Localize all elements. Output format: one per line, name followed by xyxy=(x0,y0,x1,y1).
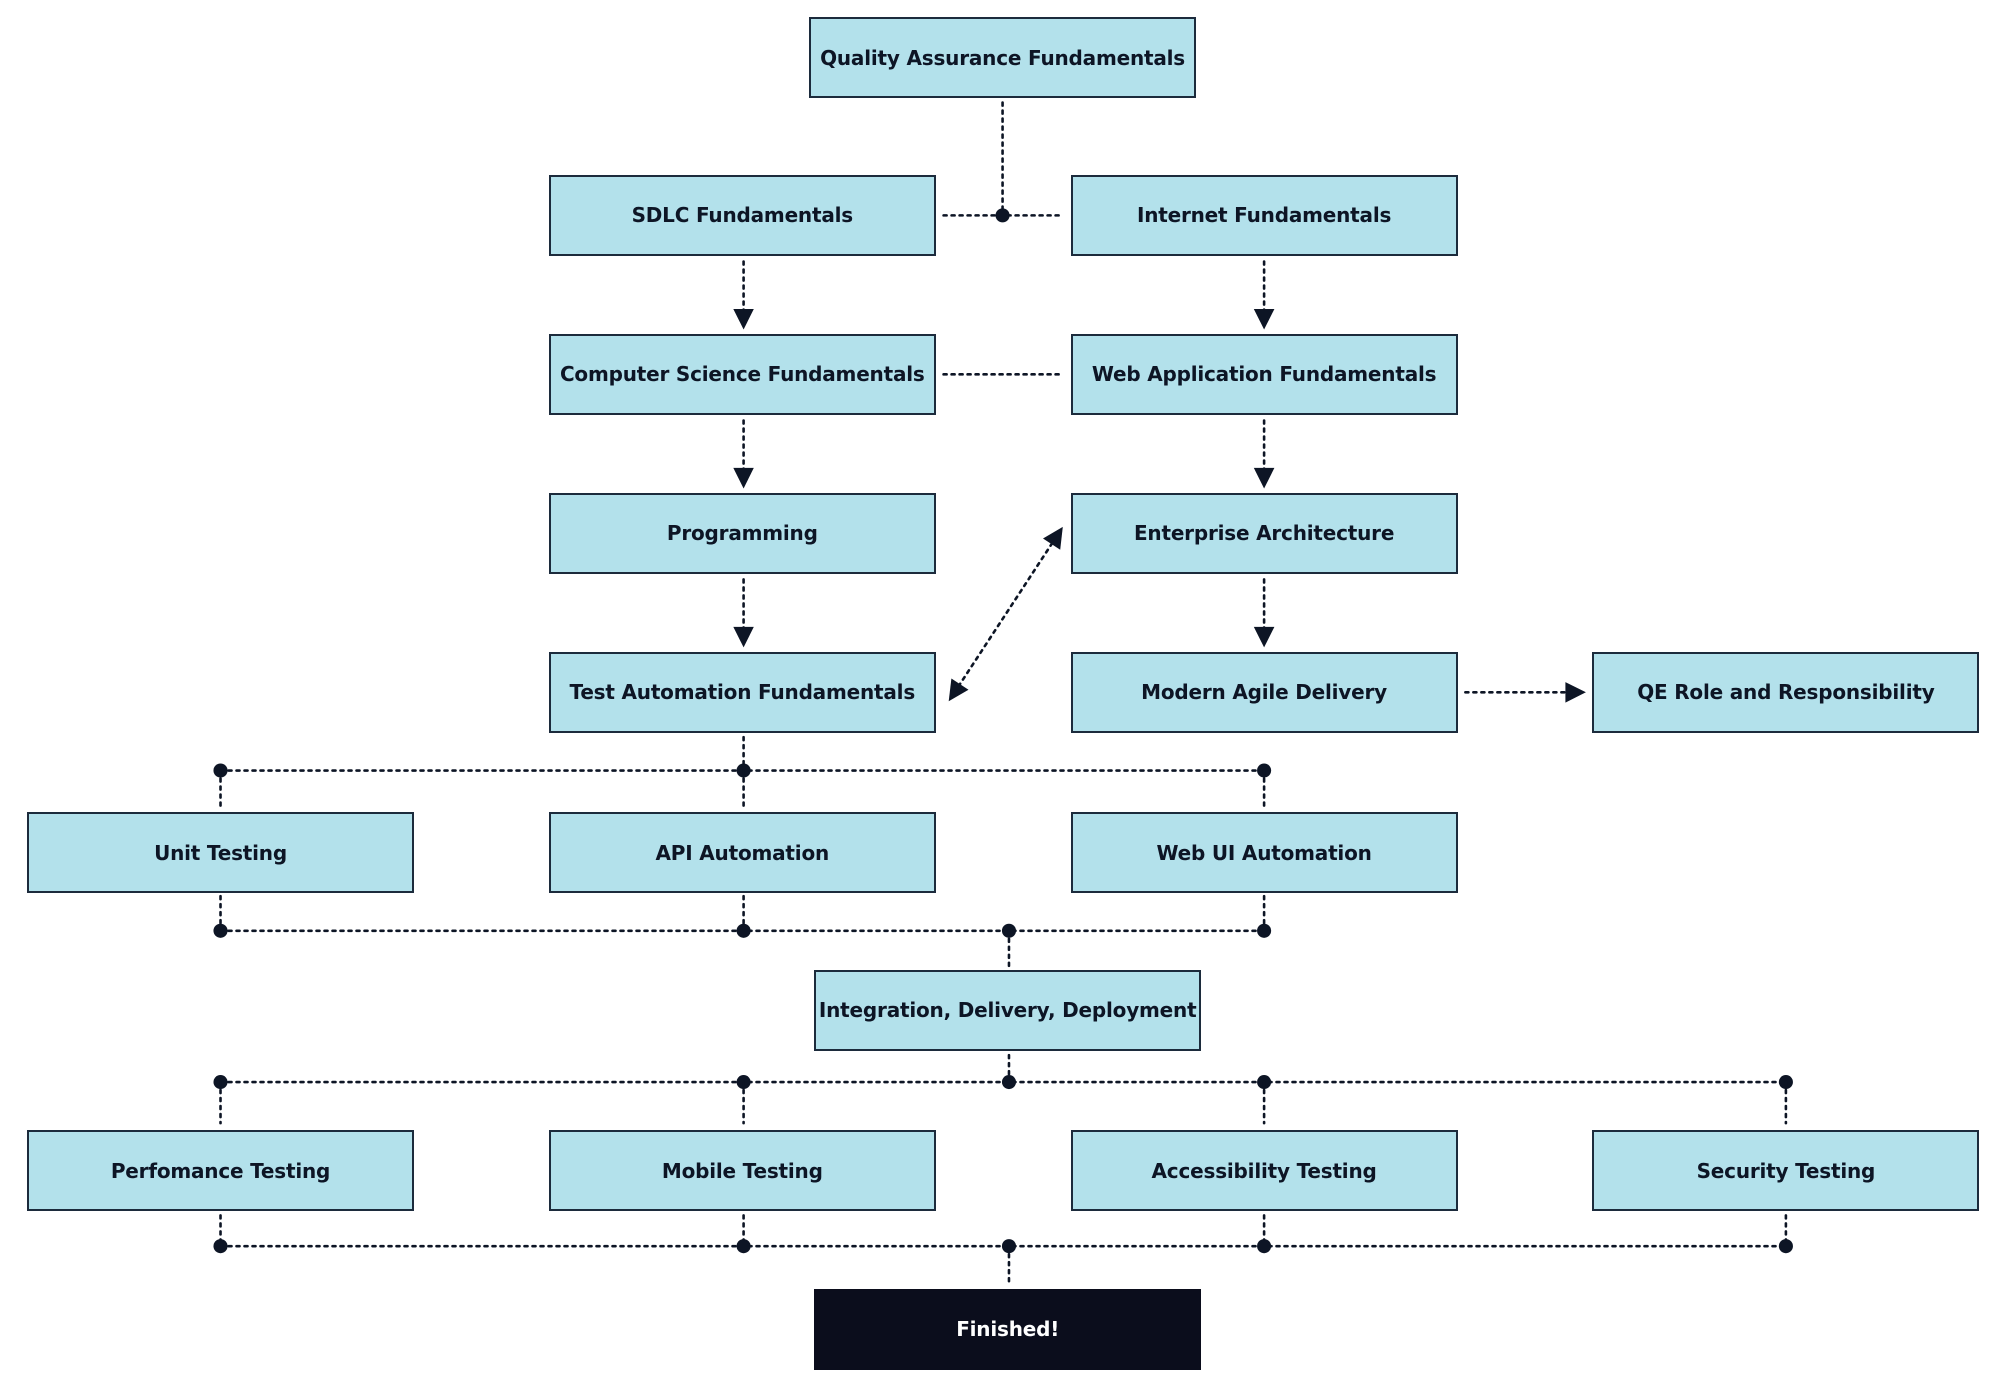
junction-dot xyxy=(1257,1239,1272,1254)
node-test-automation-fundamentals[interactable]: Test Automation Fundamentals xyxy=(548,651,936,733)
node-mobile-testing[interactable]: Mobile Testing xyxy=(548,1130,936,1211)
node-label: SDLC Fundamentals xyxy=(631,203,854,228)
node-internet-fundamentals[interactable]: Internet Fundamentals xyxy=(1070,175,1458,256)
node-programming[interactable]: Programming xyxy=(548,492,936,574)
arrowhead xyxy=(1043,526,1063,550)
node-performance-testing[interactable]: Perfomance Testing xyxy=(26,1130,415,1211)
arrowhead xyxy=(733,467,754,489)
node-label: Modern Agile Delivery xyxy=(1141,680,1387,705)
node-quality-assurance-fundamentals[interactable]: Quality Assurance Fundamentals xyxy=(808,17,1197,99)
node-web-ui-automation[interactable]: Web UI Automation xyxy=(1070,812,1458,893)
junction-dot xyxy=(1778,1239,1793,1254)
dotted-connector xyxy=(957,540,1055,688)
node-label: Computer Science Fundamentals xyxy=(559,362,925,387)
node-label: QE Role and Responsibility xyxy=(1637,680,1935,705)
junction-dot xyxy=(213,923,228,938)
node-label: API Automation xyxy=(655,840,830,865)
arrowhead xyxy=(1253,626,1275,648)
junction-dot xyxy=(736,923,751,938)
node-label: Web UI Automation xyxy=(1156,840,1372,865)
junction-dot xyxy=(1001,1075,1017,1090)
node-label: Unit Testing xyxy=(154,840,287,865)
node-web-application-fundamentals[interactable]: Web Application Fundamentals xyxy=(1070,333,1458,415)
node-label: Perfomance Testing xyxy=(110,1158,331,1183)
node-label: Programming xyxy=(666,521,818,546)
node-label: Enterprise Architecture xyxy=(1133,521,1395,546)
junction-dot xyxy=(736,1239,751,1254)
node-modern-agile-delivery[interactable]: Modern Agile Delivery xyxy=(1070,651,1458,733)
node-label: Accessibility Testing xyxy=(1151,1158,1377,1183)
node-sdlc-fundamentals[interactable]: SDLC Fundamentals xyxy=(548,175,936,256)
node-label: Integration, Delivery, Deployment xyxy=(818,998,1197,1023)
node-qe-role-and-responsibility[interactable]: QE Role and Responsibility xyxy=(1592,651,1980,733)
node-label: Web Application Fundamentals xyxy=(1091,362,1437,387)
node-label: Internet Fundamentals xyxy=(1136,203,1392,228)
node-label: Mobile Testing xyxy=(661,1158,823,1183)
node-computer-science-fundamentals[interactable]: Computer Science Fundamentals xyxy=(548,333,936,415)
junction-dot xyxy=(995,208,1010,223)
node-label: Finished! xyxy=(956,1317,1060,1342)
arrowhead xyxy=(733,626,754,648)
arrowhead xyxy=(733,309,754,330)
node-security-testing[interactable]: Security Testing xyxy=(1592,1130,1980,1211)
arrowhead xyxy=(948,678,969,702)
node-integration-delivery-deployment[interactable]: Integration, Delivery, Deployment xyxy=(814,969,1202,1051)
node-enterprise-architecture[interactable]: Enterprise Architecture xyxy=(1070,492,1458,574)
node-accessibility-testing[interactable]: Accessibility Testing xyxy=(1070,1130,1458,1211)
node-finished[interactable]: Finished! xyxy=(814,1289,1202,1370)
node-label: Quality Assurance Fundamentals xyxy=(820,45,1186,70)
arrowhead xyxy=(1253,309,1275,330)
arrowhead xyxy=(1565,682,1586,703)
node-api-automation[interactable]: API Automation xyxy=(548,812,936,893)
arrowhead xyxy=(1253,467,1275,489)
node-label: Security Testing xyxy=(1696,1158,1876,1183)
node-label: Test Automation Fundamentals xyxy=(569,680,916,705)
junction-dot xyxy=(1257,923,1272,938)
junction-dot xyxy=(213,1239,228,1254)
node-unit-testing[interactable]: Unit Testing xyxy=(26,812,415,893)
